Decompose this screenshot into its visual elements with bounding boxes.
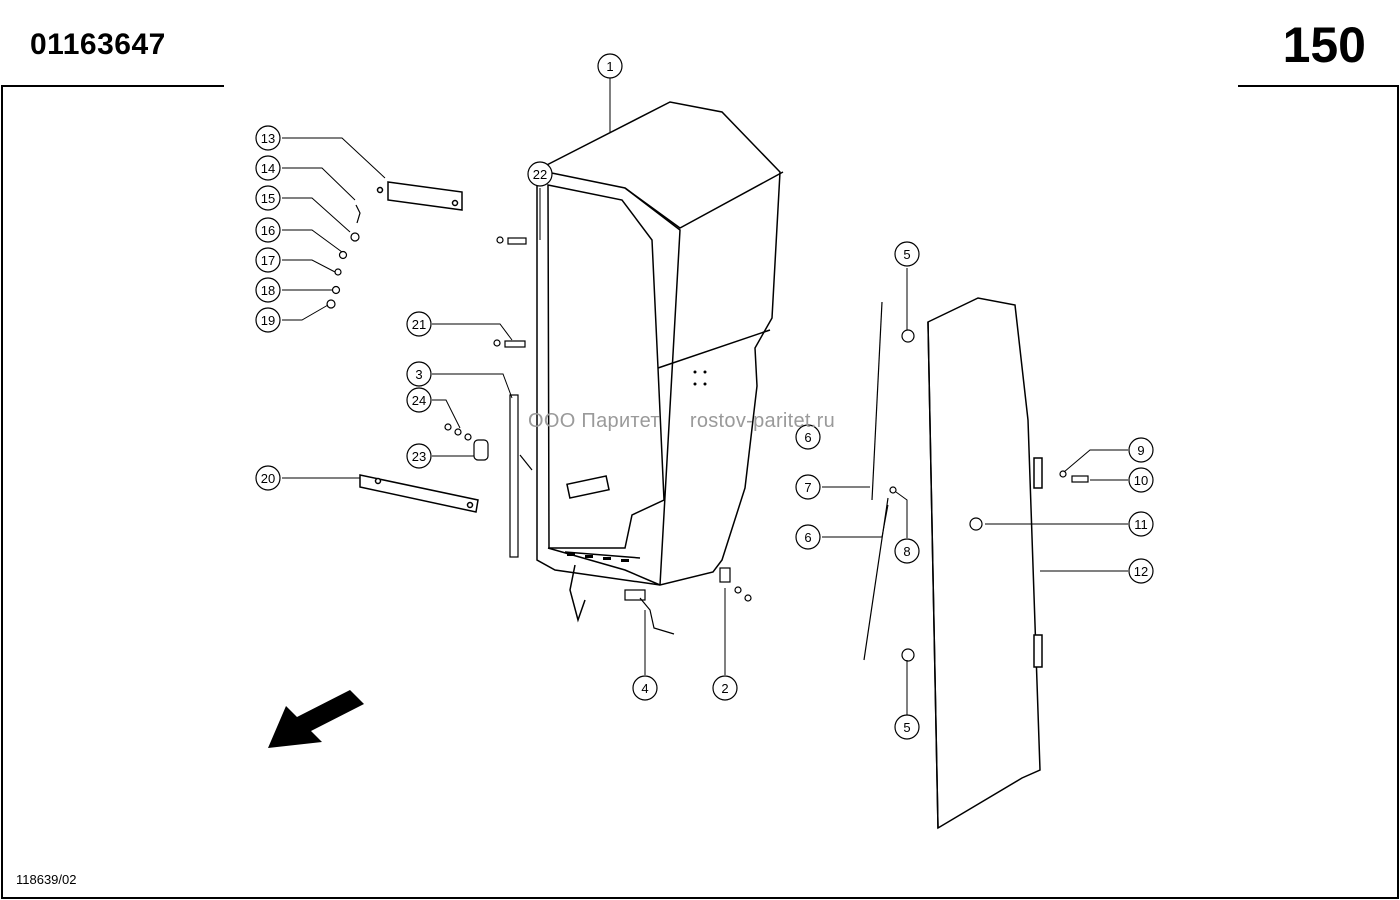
strap-parts [359,181,479,513]
callout-17: 17 [255,247,281,273]
svg-text:12: 12 [1134,564,1148,579]
callout-23: 23 [406,443,432,469]
page-number: 150 [1282,17,1366,73]
svg-text:1: 1 [606,59,613,74]
svg-text:7: 7 [804,480,811,495]
svg-text:9: 9 [1137,443,1144,458]
callout-8: 8 [894,538,920,564]
svg-text:6: 6 [804,530,811,545]
callout-19: 19 [255,307,281,333]
callout-6-bottom: 6 [795,524,821,550]
svg-text:3: 3 [415,367,422,382]
watermark: ООО Паритет rostov-paritet.ru [528,410,835,433]
arrow-down-left-icon [268,690,364,748]
callout-22: 22 [527,161,553,187]
svg-text:4: 4 [641,681,648,696]
callout-1: 1 [597,53,623,79]
callout-15: 15 [255,185,281,211]
callout-5-top: 5 [894,241,920,267]
svg-text:18: 18 [261,283,275,298]
callout-21: 21 [406,311,432,337]
svg-text:22: 22 [533,167,547,182]
svg-text:21: 21 [412,317,426,332]
drawing-id: 118639/02 [16,872,77,887]
svg-text:24: 24 [412,393,426,408]
svg-text:11: 11 [1134,517,1148,532]
svg-text:6: 6 [804,430,811,445]
watermark-site: rostov-paritet.ru [689,410,836,432]
callout-13: 13 [255,125,281,151]
svg-text:10: 10 [1134,473,1148,488]
callout-7: 7 [795,474,821,500]
svg-text:17: 17 [261,253,275,268]
callout-2: 2 [712,675,738,701]
door-panel-part [927,297,1043,830]
watermark-company: ООО Паритет [528,410,660,432]
callout-14: 14 [255,155,281,181]
svg-text:14: 14 [261,161,275,176]
svg-text:13: 13 [261,131,275,146]
leader-lines [282,78,1128,715]
svg-text:19: 19 [261,313,275,328]
svg-text:16: 16 [261,223,275,238]
page-frame [1,85,1399,899]
part-number: 01163647 [30,28,166,61]
svg-text:8: 8 [903,544,910,559]
callout-11: 11 [1128,511,1154,537]
callout-24: 24 [406,387,432,413]
cab-housing-part [536,101,784,623]
callout-6-top: 6 [795,424,821,450]
cab-slots [567,370,707,562]
callout-group: 1 13 14 15 16 17 18 19 22 21 3 24 23 20 … [255,53,1154,740]
callout-12: 12 [1128,558,1154,584]
svg-text:2: 2 [721,681,728,696]
svg-text:23: 23 [412,449,426,464]
callout-10: 10 [1128,467,1154,493]
svg-text:5: 5 [903,247,910,262]
callout-20: 20 [255,465,281,491]
callout-16: 16 [255,217,281,243]
callout-4: 4 [632,675,658,701]
callout-9: 9 [1128,437,1154,463]
svg-text:5: 5 [903,720,910,735]
callout-3: 3 [406,361,432,387]
callout-18: 18 [255,277,281,303]
svg-text:20: 20 [261,471,275,486]
svg-text:15: 15 [261,191,275,206]
callout-5-bottom: 5 [894,714,920,740]
